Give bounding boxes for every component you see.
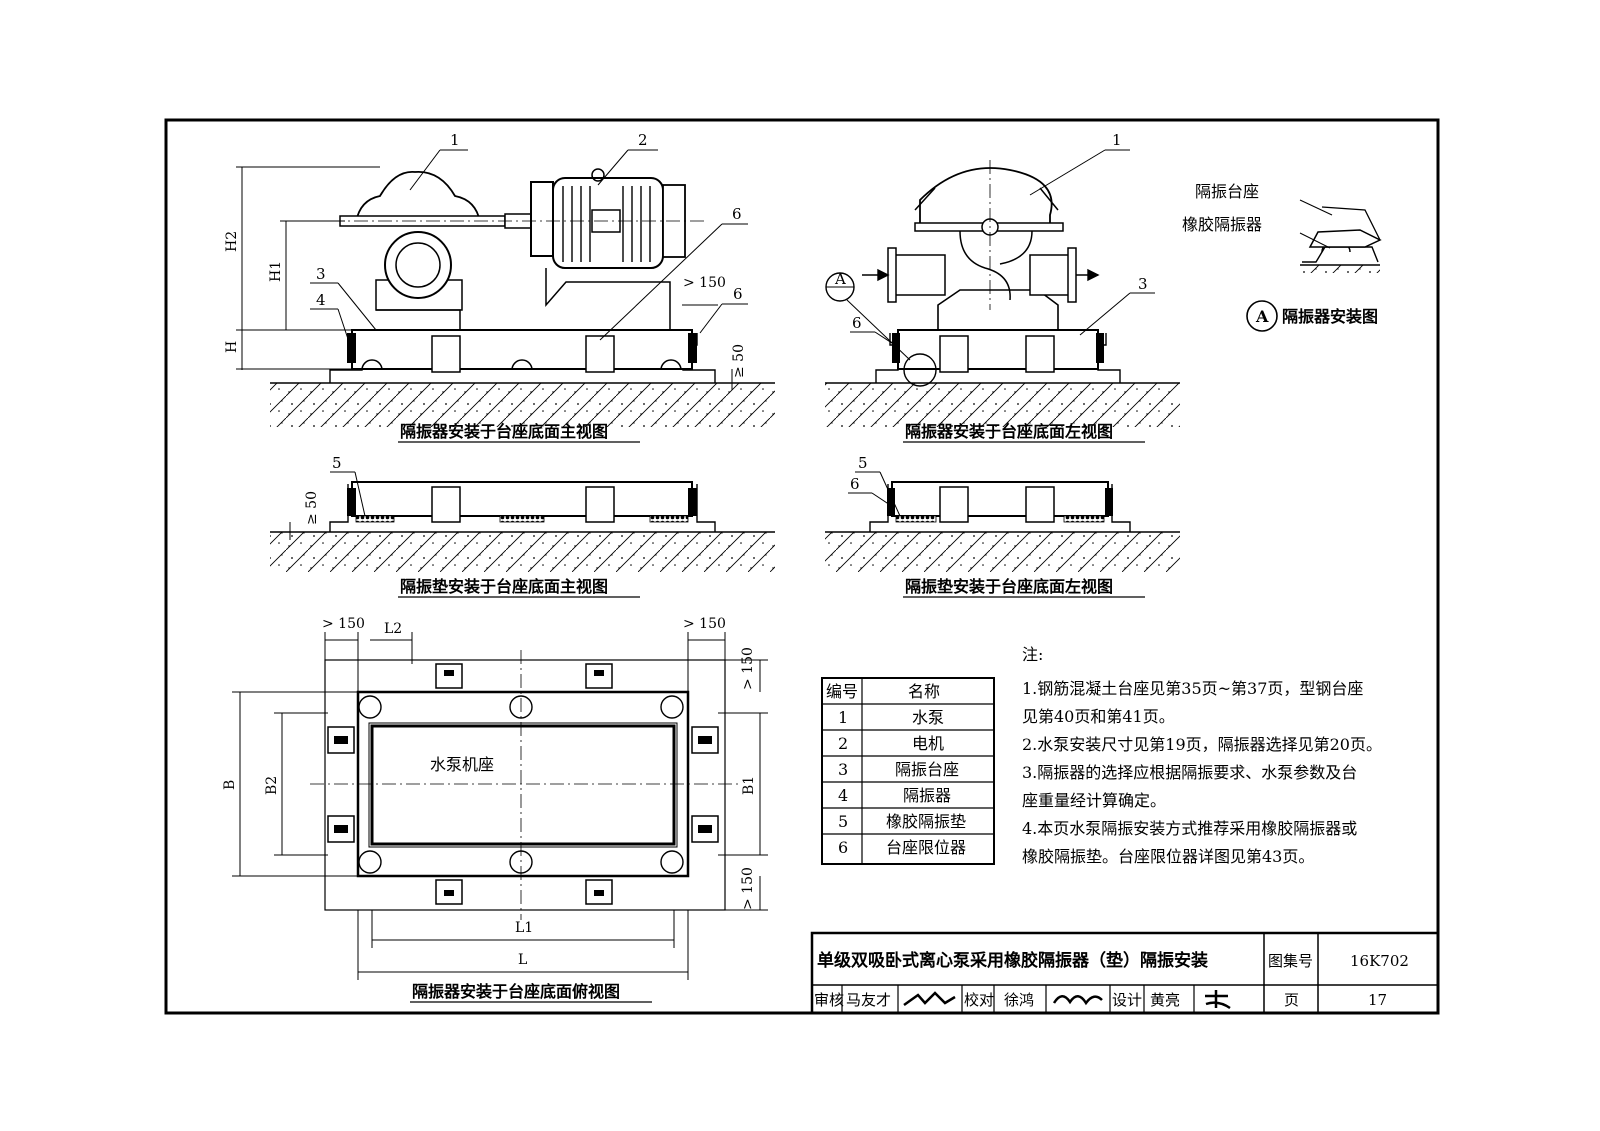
note-line-1: 1.钢筋混凝土台座见第35页~第37页，型钢台座 <box>1022 679 1363 698</box>
legend-no-1: 1 <box>838 708 848 727</box>
note-line-5: 座重量经计算确定。 <box>1022 791 1166 810</box>
designer-name: 黄亮 <box>1150 991 1180 1009</box>
ground-hatch <box>270 383 775 427</box>
detail-marker: A <box>1255 307 1269 326</box>
left-isolator-view: A 1 3 6 隔振器安装于台座底面左视图 <box>825 131 1180 443</box>
dim-L1: L1 <box>515 920 533 936</box>
callout-4: 4 <box>316 291 326 309</box>
note-line-2: 见第40页和第41页。 <box>1022 707 1175 726</box>
dim-B2: B2 <box>264 776 280 795</box>
page-number: 17 <box>1368 991 1387 1009</box>
legend-table: 编号 名称 1 水泵 2 电机 3 隔振台座 4 隔振器 5 橡胶隔振垫 6 台… <box>821 677 995 865</box>
drawing-title: 单级双吸卧式离心泵采用橡胶隔振器（垫）隔振安装 <box>817 950 1208 971</box>
dim-gt150-right: > 150 <box>683 616 726 632</box>
detail-label-isolator: 橡胶隔振器 <box>1182 215 1262 234</box>
dim-gt150-left: > 150 <box>322 616 365 632</box>
callout-6: 6 <box>732 205 742 223</box>
notes: 注: 1.钢筋混凝土台座见第35页~第37页，型钢台座 见第40页和第41页。 … <box>1022 645 1382 866</box>
callout-2: 2 <box>638 131 648 149</box>
callout-6-left-pad: 6 <box>850 475 860 493</box>
left-pad-view: 5 6 隔振垫安装于台座底面左视图 <box>825 454 1180 598</box>
callout-1: 1 <box>450 131 460 149</box>
dim-H2: H2 <box>224 231 240 252</box>
legend-name-6: 台座限位器 <box>886 838 966 857</box>
title-block: 单级双吸卧式离心泵采用橡胶隔振器（垫）隔振安装 图集号 16K702 审核 马友… <box>810 931 1440 1015</box>
legend-no-5: 5 <box>838 812 848 831</box>
design-label: 设计 <box>1112 991 1142 1009</box>
callout-6-left: 6 <box>852 314 862 332</box>
dim-ge50-pad: ≥ 50 <box>304 491 320 525</box>
legend-name-3: 隔振台座 <box>895 760 959 779</box>
review-label: 审核 <box>814 991 844 1009</box>
callout-3: 3 <box>316 265 326 283</box>
callout-5-left: 5 <box>858 454 868 472</box>
caption-left-pad: 隔振垫安装于台座底面左视图 <box>905 577 1113 596</box>
notes-title: 注: <box>1022 645 1043 664</box>
legend-no-3: 3 <box>838 760 848 779</box>
detail-a: 隔振台座 橡胶隔振器 A 隔振器安装图 <box>1182 182 1382 332</box>
top-isolator-view: 水泵机座 > 150 L2 > 150 B B2 B1 > 150 > 150 … <box>222 616 768 1003</box>
dim-L: L <box>518 952 527 968</box>
detail-label-base: 隔振台座 <box>1195 182 1259 201</box>
check-label: 校对 <box>964 991 994 1009</box>
legend-no-6: 6 <box>838 838 848 857</box>
detail-marker-ref: A <box>834 270 846 288</box>
checker-name: 徐鸿 <box>1004 991 1034 1009</box>
front-pad-view: ≥ 50 5 隔振垫安装于台座底面主视图 <box>270 454 775 598</box>
dim-gt150-top: > 150 <box>740 647 756 690</box>
detail-title: 隔振器安装图 <box>1282 307 1378 326</box>
note-line-7: 橡胶隔振垫。台座限位器详图见第43页。 <box>1022 847 1314 866</box>
designer-signature <box>1205 990 1231 1010</box>
callout-5: 5 <box>332 454 342 472</box>
note-line-3: 2.水泵安装尺寸见第19页，隔振器选择见第20页。 <box>1022 735 1382 754</box>
reviewer-signature <box>903 991 956 1007</box>
reviewer-name: 马友才 <box>846 991 891 1009</box>
sheet-frame <box>164 118 1440 1015</box>
legend-no-4: 4 <box>838 786 848 805</box>
atlas-number: 16K702 <box>1350 952 1409 970</box>
note-line-6: 4.本页水泵隔振安装方式推荐采用橡胶隔振器或 <box>1022 819 1357 838</box>
legend-name-5: 橡胶隔振垫 <box>886 812 966 831</box>
caption-front-isolator: 隔振器安装于台座底面主视图 <box>400 422 608 441</box>
dim-B: B <box>222 780 238 790</box>
caption-top-isolator: 隔振器安装于台座底面俯视图 <box>412 982 620 1001</box>
plan-label: 水泵机座 <box>430 755 494 774</box>
dim-gt150: > 150 <box>683 275 726 291</box>
legend-header-name: 名称 <box>908 682 940 701</box>
checker-signature <box>1052 995 1103 1006</box>
legend-name-1: 水泵 <box>912 708 944 727</box>
callout-3-left: 3 <box>1138 275 1148 293</box>
caption-left-isolator: 隔振器安装于台座底面左视图 <box>905 422 1113 441</box>
page-label: 页 <box>1284 991 1299 1009</box>
legend-no-2: 2 <box>838 734 848 753</box>
pump-casing <box>384 231 452 299</box>
dim-gt150-bottom: > 150 <box>740 867 756 910</box>
atlas-label: 图集号 <box>1268 952 1313 970</box>
dim-H1: H1 <box>268 261 284 282</box>
legend-name-2: 电机 <box>912 734 944 753</box>
dim-H: H <box>224 341 240 353</box>
legend-header-no: 编号 <box>826 682 858 701</box>
legend-name-4: 隔振器 <box>903 786 951 805</box>
callout-1-left: 1 <box>1112 131 1122 149</box>
callout-6b: 6 <box>733 285 743 303</box>
front-isolator-view: H2 H1 H > 150 ≥ 50 1 2 3 4 6 6 隔振器安装于台座底… <box>224 131 775 443</box>
dim-B1: B1 <box>741 776 757 795</box>
dim-ge50: ≥ 50 <box>731 344 747 378</box>
isolation-base <box>351 329 693 370</box>
caption-front-pad: 隔振垫安装于台座底面主视图 <box>400 577 608 596</box>
note-line-4: 3.隔振器的选择应根据隔振要求、水泵参数及台 <box>1022 763 1357 782</box>
dim-L2: L2 <box>384 621 402 637</box>
